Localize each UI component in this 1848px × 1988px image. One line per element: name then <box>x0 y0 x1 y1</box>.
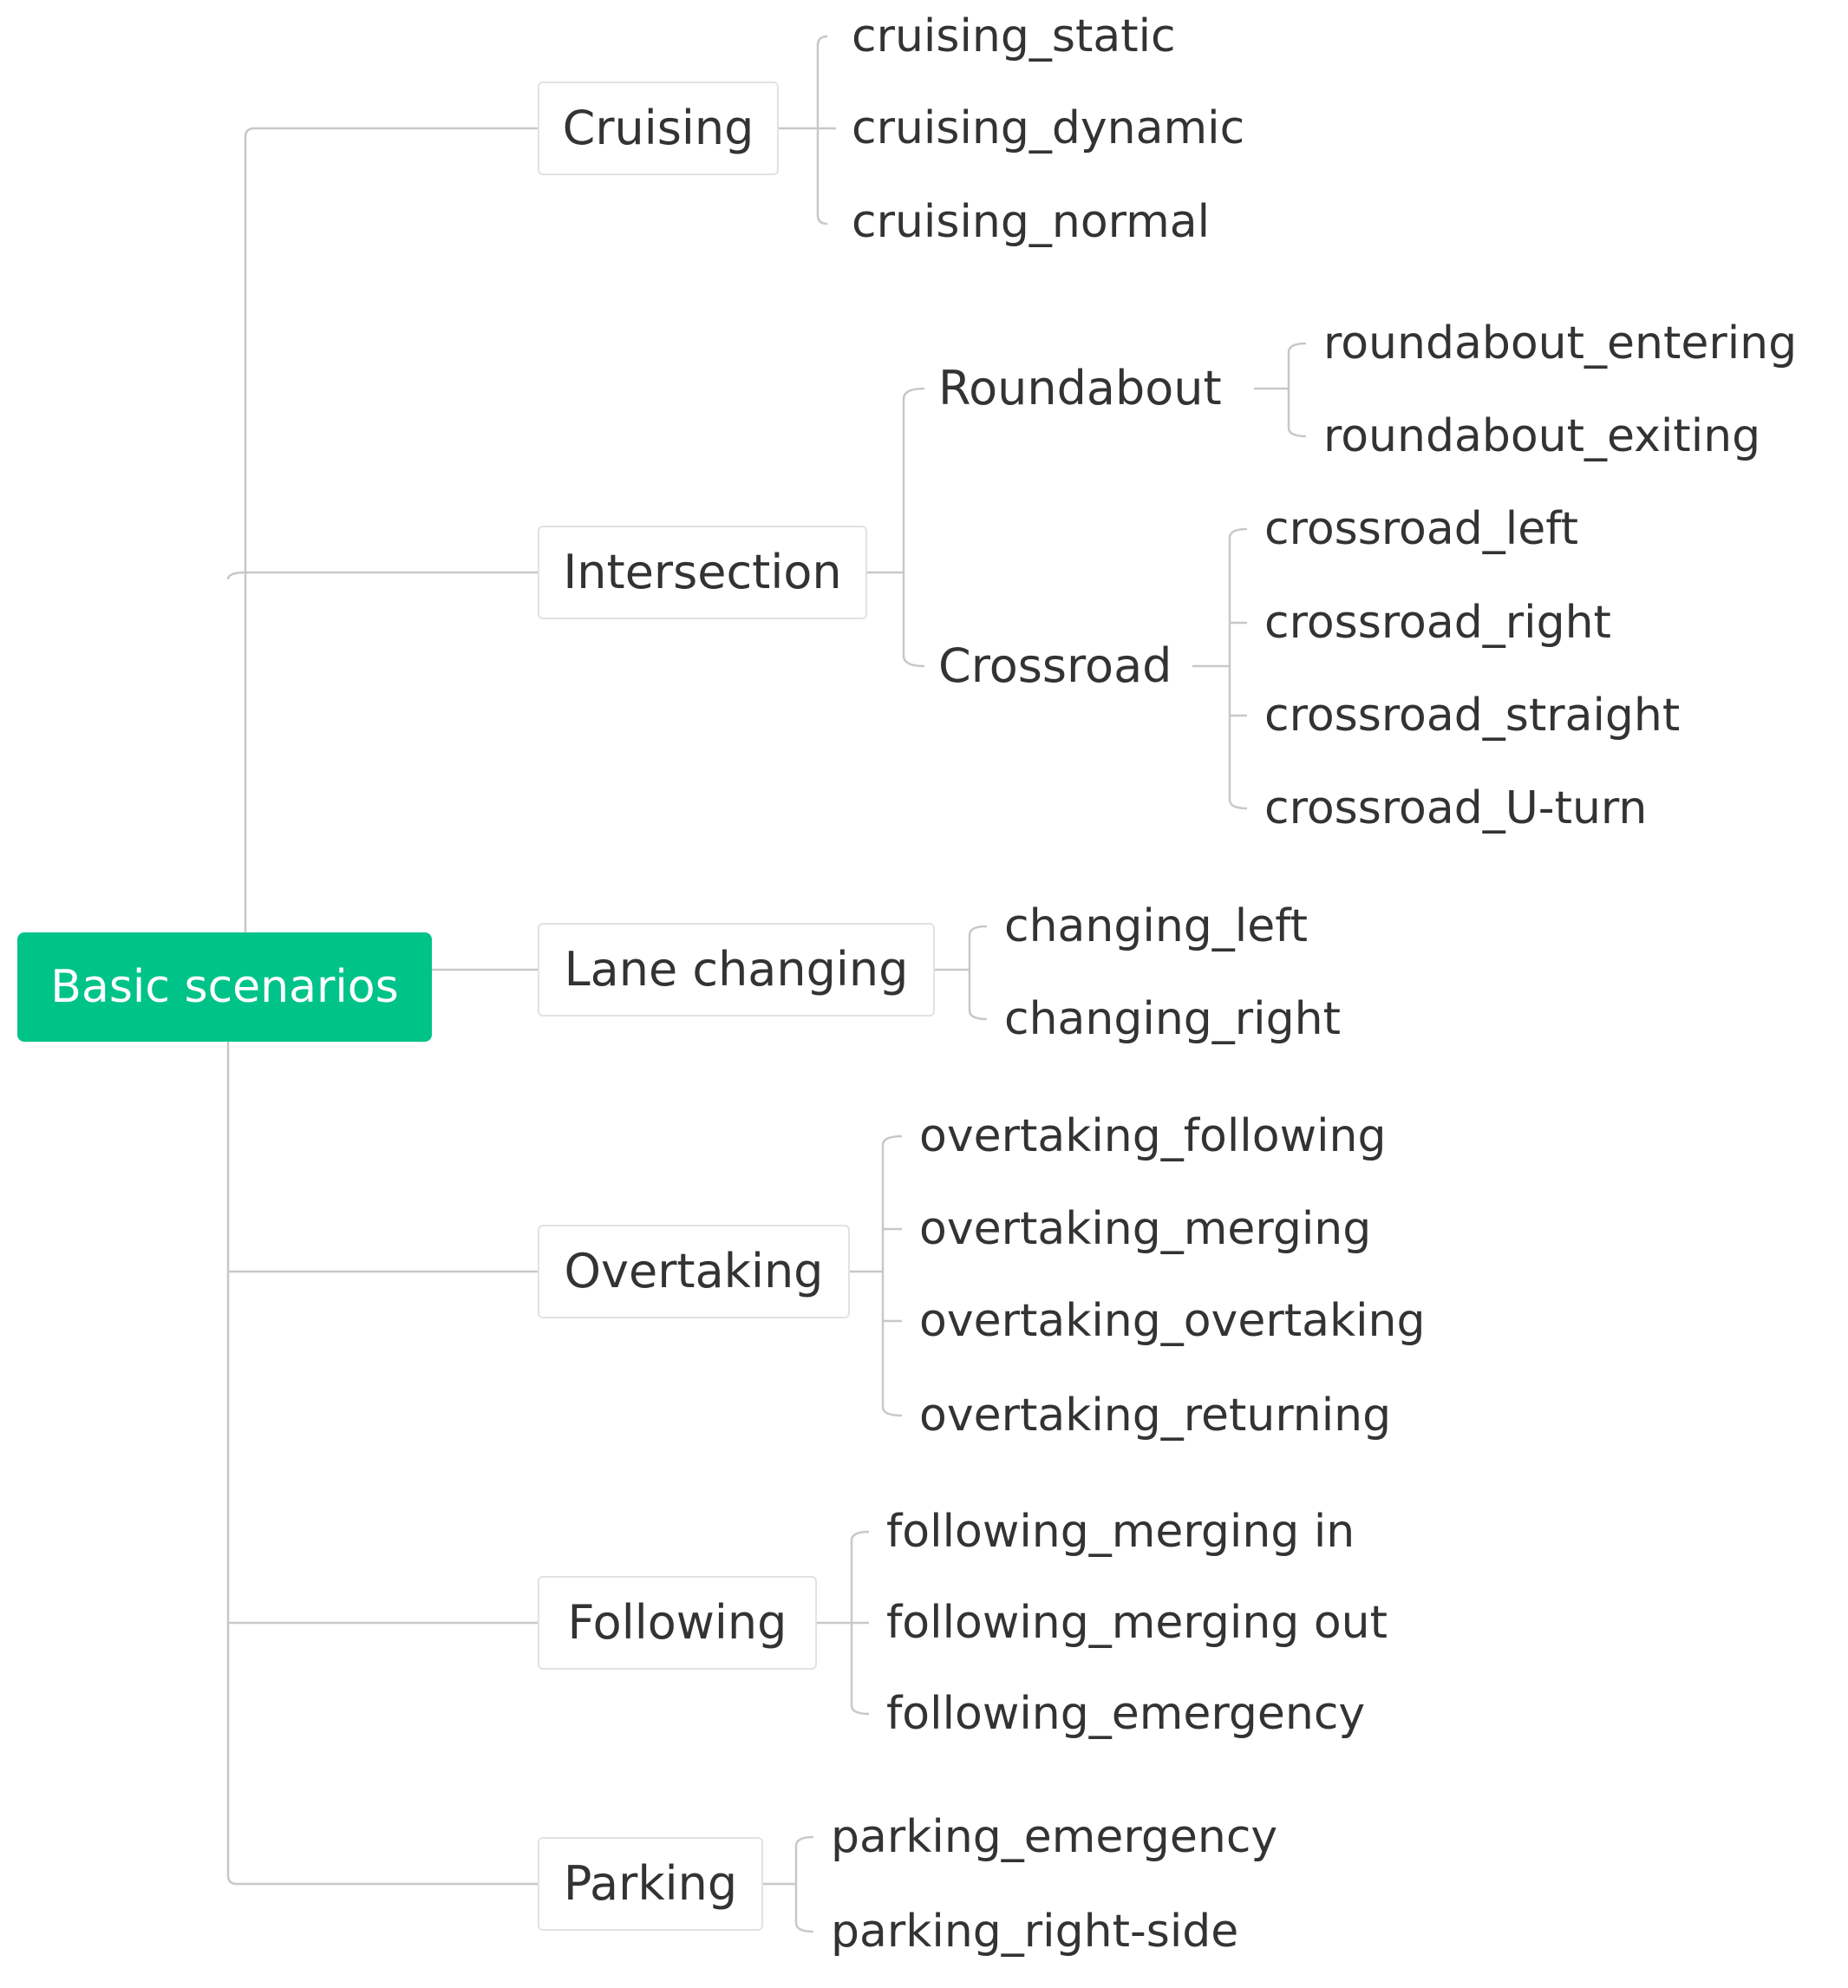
crossroad-bracket <box>1192 527 1248 810</box>
group-crossroad: Crossroad <box>938 638 1172 693</box>
leaf-overtaking-merging: overtaking_merging <box>919 1203 1372 1255</box>
leaf-cruising-normal: cruising_normal <box>852 196 1211 248</box>
leaf-crossroad-straight: crossroad_straight <box>1264 690 1681 742</box>
leaf-crossroad-u-turn: crossroad_U-turn <box>1264 782 1648 834</box>
leaf-parking-right-side: parking_right-side <box>831 1906 1239 1958</box>
leaf-roundabout-entering: roundabout_entering <box>1323 317 1798 369</box>
leaf-parking-emergency: parking_emergency <box>831 1811 1278 1863</box>
leaf-overtaking-overtaking: overtaking_overtaking <box>919 1295 1426 1347</box>
leaf-crossroad-left: crossroad_left <box>1264 503 1578 555</box>
leaf-changing-right: changing_right <box>1004 993 1341 1045</box>
intersection-bracket <box>867 387 925 668</box>
roundabout-bracket <box>1254 342 1307 438</box>
leaf-overtaking-returning: overtaking_returning <box>919 1390 1392 1442</box>
leaf-following-emergency: following_emergency <box>886 1688 1366 1740</box>
lane-changing-bracket <box>935 925 988 1021</box>
leaf-following-merging-out: following_merging out <box>886 1597 1388 1649</box>
root-to-intersection <box>226 571 538 580</box>
leaf-roundabout-exiting: roundabout_exiting <box>1323 410 1761 462</box>
following-bracket <box>817 1530 870 1716</box>
leaf-overtaking-following: overtaking_following <box>919 1110 1387 1162</box>
leaf-cruising-dynamic: cruising_dynamic <box>852 102 1245 154</box>
category-intersection: Intersection <box>538 526 867 619</box>
category-cruising: Cruising <box>538 82 779 175</box>
parking-bracket <box>763 1835 814 1933</box>
root-spine-lower <box>226 1042 538 1886</box>
root-spine <box>244 127 538 932</box>
leaf-following-merging-in: following_merging in <box>886 1506 1355 1558</box>
group-roundabout: Roundabout <box>938 361 1222 415</box>
category-parking: Parking <box>538 1837 763 1931</box>
overtaking-bracket <box>850 1135 903 1417</box>
leaf-cruising-static: cruising_static <box>852 10 1176 62</box>
leaf-changing-left: changing_left <box>1004 900 1309 952</box>
cruising-bracket <box>779 35 836 226</box>
root-node: Basic scenarios <box>17 932 432 1042</box>
category-lane-changing: Lane changing <box>538 923 935 1017</box>
leaf-crossroad-right: crossroad_right <box>1264 597 1611 649</box>
category-following: Following <box>538 1576 817 1670</box>
category-overtaking: Overtaking <box>538 1225 850 1318</box>
